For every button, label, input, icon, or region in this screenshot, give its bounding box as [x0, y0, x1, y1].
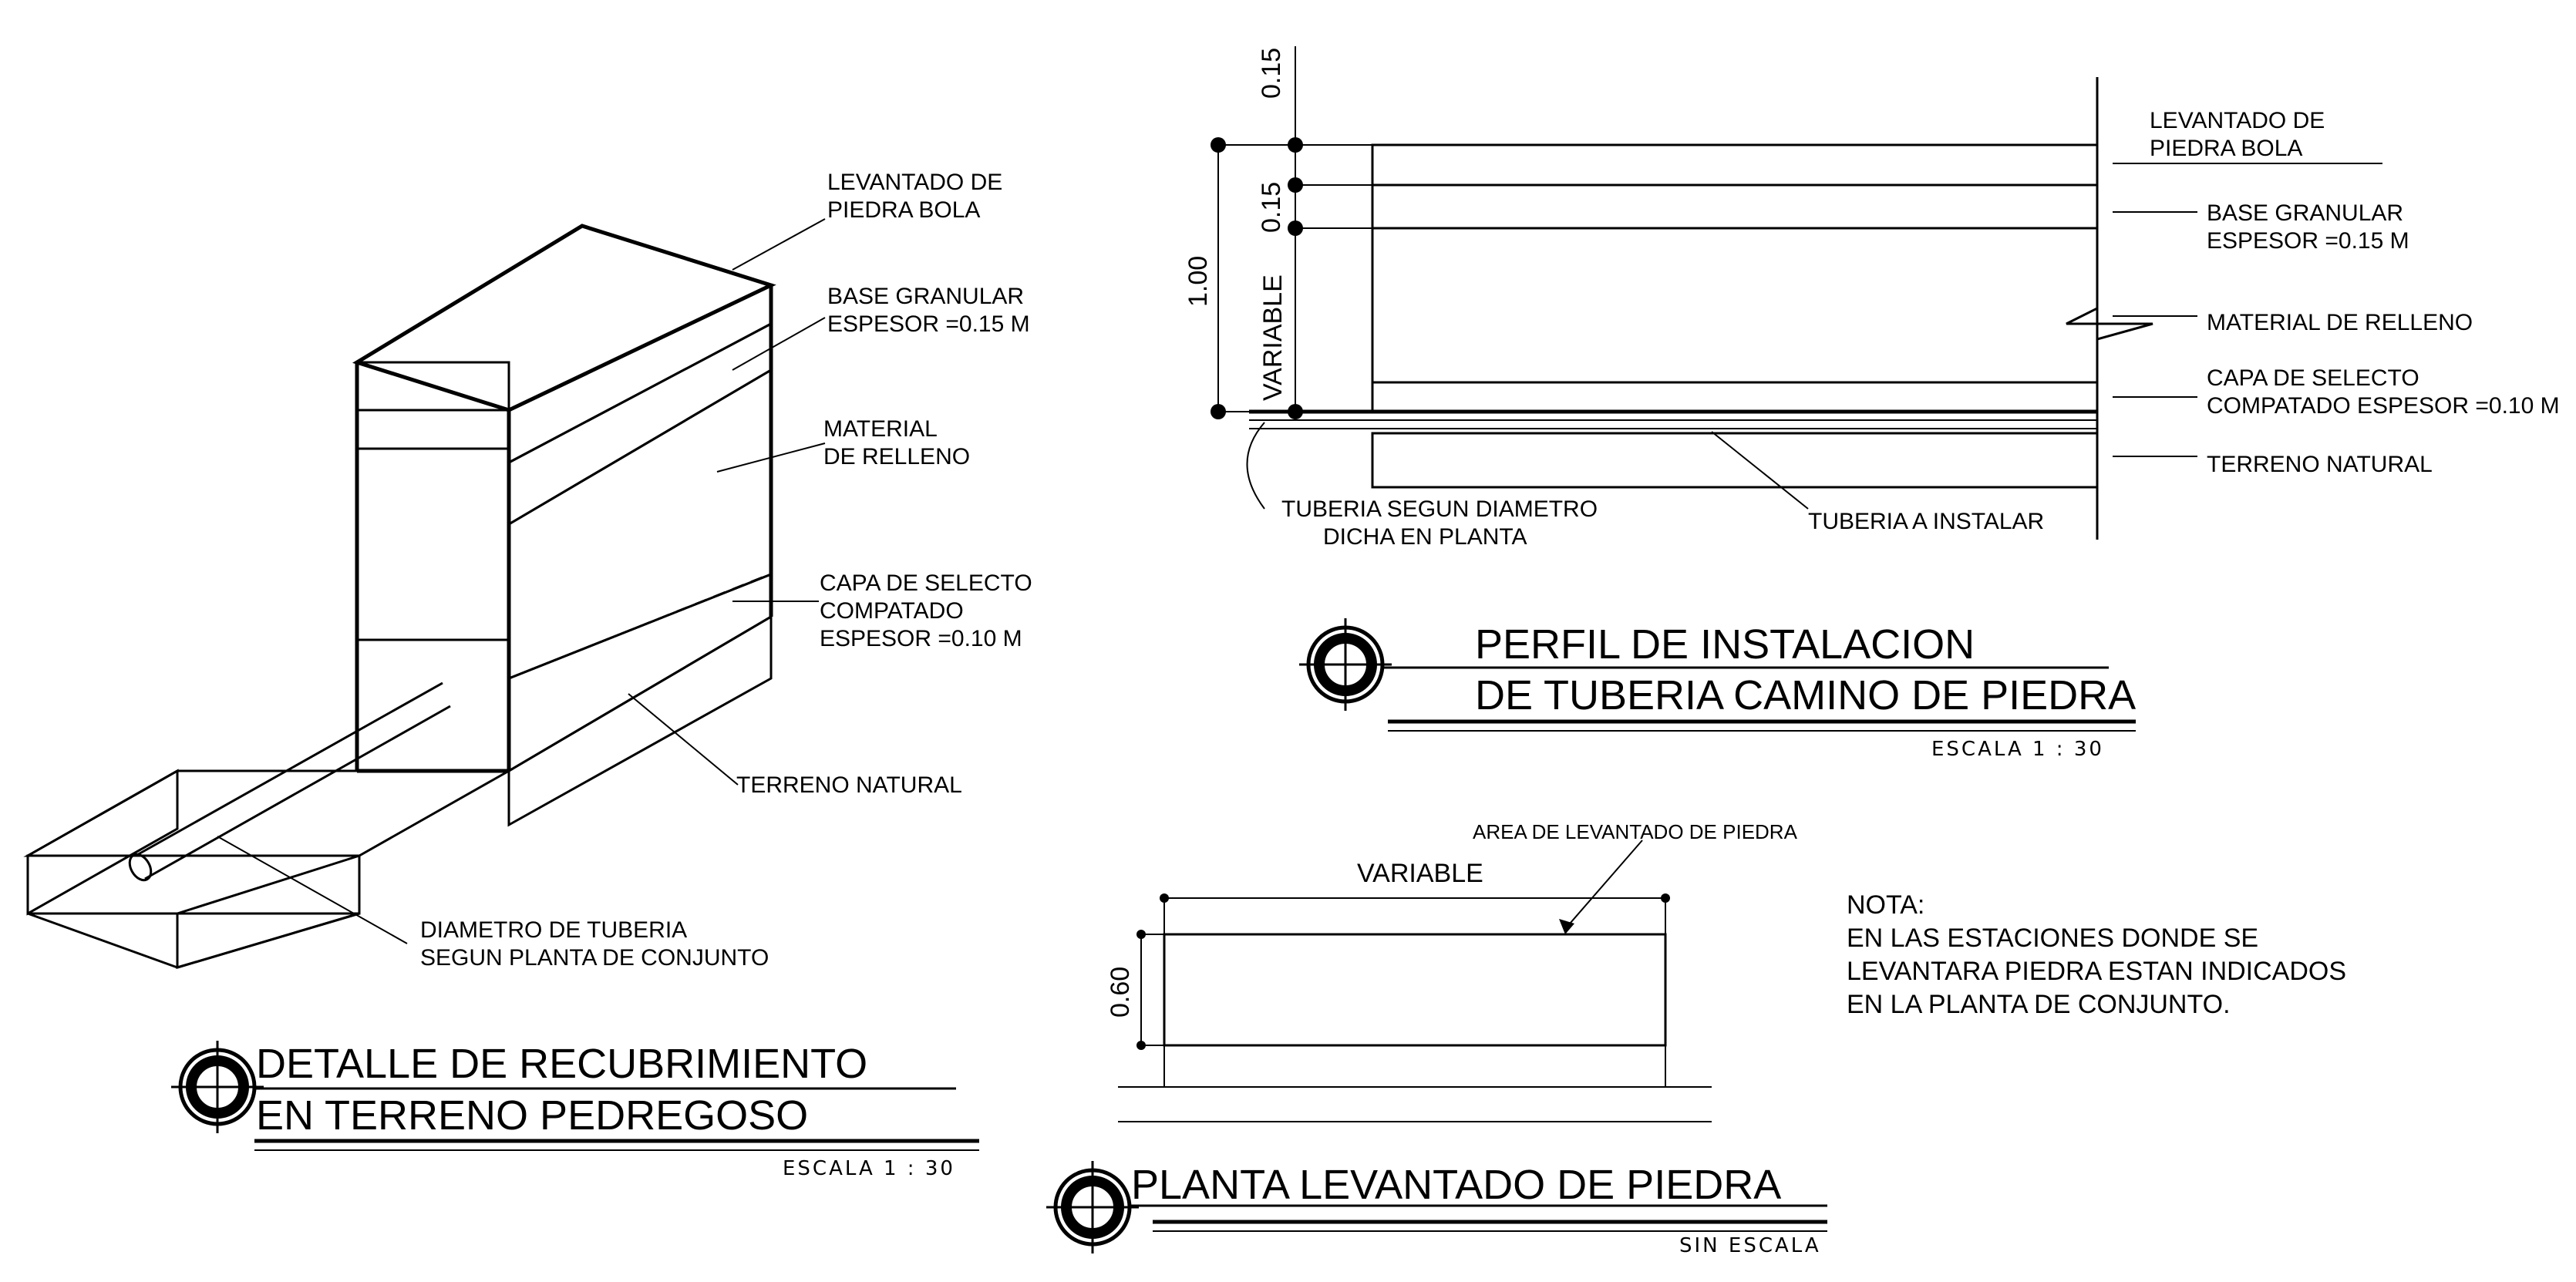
iso-label-levantado-1: LEVANTADO DE: [827, 170, 1002, 195]
iso-label-relleno-2: DE RELLENO: [823, 444, 970, 469]
natural-ground-slab-side: [176, 853, 361, 970]
profile-label-tuberia-segun-1: TUBERIA SEGUN DIAMETRO: [1281, 496, 1598, 522]
block-front-fill: [355, 447, 510, 641]
iso-scale: ESCALA 1 : 30: [783, 1157, 955, 1180]
block-side-base: [507, 321, 773, 527]
profile-label-relleno: MATERIAL DE RELLENO: [2207, 310, 2473, 335]
block-top-stone: [352, 224, 776, 412]
profile-detail: 0.15 0.15 VARIABLE 1.00 LEVANTADO DE PIE…: [1184, 46, 2560, 761]
iso-label-base-2: ESPESOR =0.15 M: [827, 311, 1030, 337]
natural-ground-side: [507, 614, 773, 827]
profile-title-block: PERFIL DE INSTALACION DE TUBERIA CAMINO …: [1299, 618, 2136, 761]
profile-label-selecto-1: CAPA DE SELECTO: [2207, 365, 2419, 391]
iso-label-selecto-2: COMPATADO: [820, 598, 964, 624]
profile-label-base-1: BASE GRANULAR: [2207, 200, 2403, 226]
profile-base-layer: [1371, 183, 2099, 230]
plan-title-block: PLANTA LEVANTADO DE PIEDRA SIN ESCALA: [1046, 1161, 1827, 1257]
plan-detail: AREA DE LEVANTADO DE PIEDRA VARIABLE 0.6…: [1046, 820, 1827, 1257]
natural-ground-slab-front-fill: [26, 769, 179, 916]
block-side-stone: [507, 283, 773, 465]
block-side-fill: [507, 368, 773, 681]
block-front-base: [355, 409, 510, 450]
iso-leaders: [217, 218, 826, 944]
iso-label-terreno: TERRENO NATURAL: [736, 772, 962, 798]
iso-label-tuberia-2: SEGUN PLANTA DE CONJUNTO: [420, 945, 769, 971]
iso-label-selecto-1: CAPA DE SELECTO: [820, 570, 1032, 596]
plan-scale: SIN ESCALA: [1679, 1234, 1821, 1257]
isometric-detail: LEVANTADO DE PIEDRA BOLA BASE GRANULAR E…: [23, 170, 1032, 1180]
iso-label-levantado-2: PIEDRA BOLA: [827, 197, 980, 223]
profile-label-base-2: ESPESOR =0.15 M: [2207, 228, 2409, 254]
section-marker-icon: [171, 1041, 264, 1133]
block-side-selecto: [507, 572, 773, 773]
dim-top: 0.15: [1257, 48, 1286, 99]
natural-ground-slab-top: [23, 769, 514, 857]
iso-label-selecto-3: ESPESOR =0.10 M: [820, 626, 1022, 651]
iso-title-block: DETALLE DE RECUBRIMIENTO EN TERRENO PEDR…: [171, 1041, 979, 1180]
profile-label-terreno: TERRENO NATURAL: [2207, 452, 2433, 477]
dim-variable: VARIABLE: [1258, 274, 1288, 401]
profile-label-tuberia-instalar: TUBERIA A INSTALAR: [1808, 509, 2044, 534]
plan-area-label: AREA DE LEVANTADO DE PIEDRA: [1473, 820, 1798, 843]
profile-scale: ESCALA 1 : 30: [1931, 738, 2104, 761]
dim-second: 0.15: [1257, 182, 1286, 233]
iso-label-base-1: BASE GRANULAR: [827, 284, 1024, 309]
pipe: [128, 576, 764, 882]
iso-title-line-2: EN TERRENO PEDREGOSO: [256, 1092, 808, 1139]
profile-stone-layer: [1371, 143, 2099, 187]
note-block: NOTA: EN LAS ESTACIONES DONDE SE LEVANTA…: [1847, 890, 2346, 1019]
dim-total: 1.00: [1184, 256, 1213, 307]
profile-label-levantado-1: LEVANTADO DE: [2150, 108, 2325, 133]
iso-label-tuberia-1: DIAMETRO DE TUBERIA: [420, 917, 687, 943]
profile-dimensions: 0.15 0.15 VARIABLE 1.00: [1184, 46, 1372, 419]
section-marker-icon: [1046, 1161, 1139, 1253]
plan-width-dim: VARIABLE: [1357, 859, 1483, 888]
profile-natural-ground: [1371, 432, 2099, 489]
plan-height-dim: 0.60: [1106, 967, 1135, 1018]
profile-title-line-2: DE TUBERIA CAMINO DE PIEDRA: [1475, 672, 2136, 718]
note-title: NOTA:: [1847, 890, 1924, 920]
block-front-selecto: [355, 638, 510, 772]
profile-selecto-layer: [1371, 381, 2099, 413]
iso-title-line-1: DETALLE DE RECUBRIMIENTO: [256, 1041, 867, 1087]
section-marker-icon: [1299, 618, 1392, 711]
note-line-1: EN LAS ESTACIONES DONDE SE: [1847, 924, 2258, 953]
profile-leaders: [1246, 163, 2382, 510]
profile-label-tuberia-segun-2: DICHA EN PLANTA: [1323, 524, 1527, 550]
profile-label-levantado-2: PIEDRA BOLA: [2150, 136, 2302, 161]
plan-title: PLANTA LEVANTADO DE PIEDRA: [1131, 1162, 1781, 1208]
profile-fill-layer: [1371, 227, 2099, 384]
note-line-3: EN LA PLANTA DE CONJUNTO.: [1847, 990, 2231, 1019]
note-line-2: LEVANTARA PIEDRA ESTAN INDICADOS: [1847, 957, 2346, 986]
iso-label-relleno-1: MATERIAL: [823, 416, 938, 442]
plan-stone-area: [1163, 933, 1667, 1047]
profile-title-line-1: PERFIL DE INSTALACION: [1475, 621, 1975, 668]
profile-label-selecto-2: COMPATADO ESPESOR =0.10 M: [2207, 393, 2560, 419]
